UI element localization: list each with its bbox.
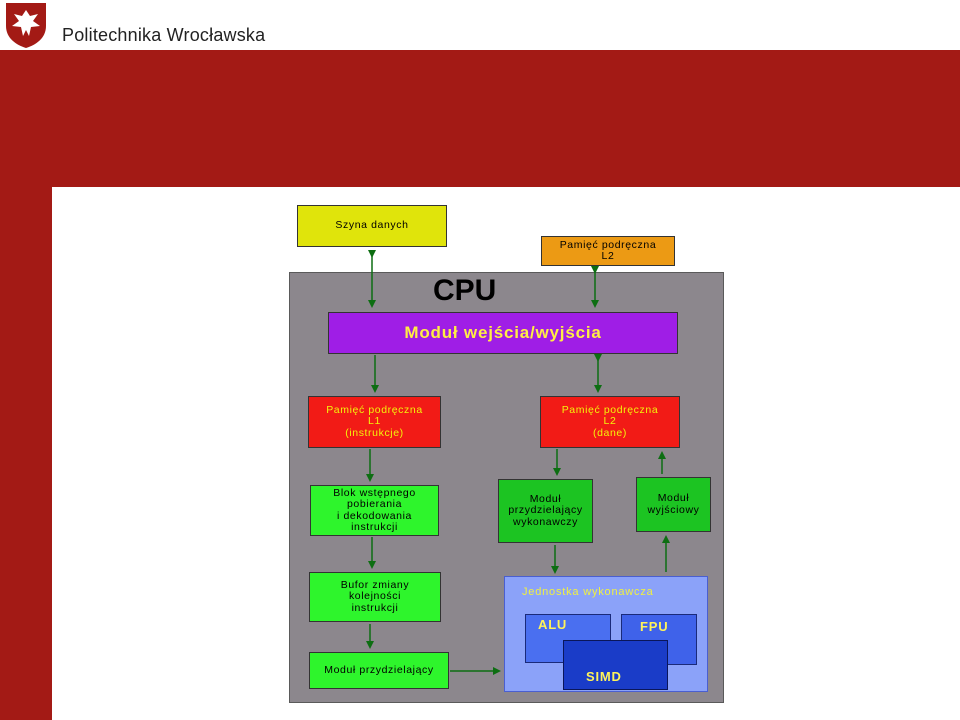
l2-cache-external-box: Pamięć podręczna L2 xyxy=(541,236,675,266)
l1-cache-box: Pamięć podręczna L1 (instrukcje) xyxy=(308,396,441,448)
title-band xyxy=(52,50,960,187)
simd-box xyxy=(563,640,668,690)
fpu-label: FPU xyxy=(640,619,669,634)
io-module-box: Moduł wejścia/wyjścia xyxy=(328,312,678,354)
eagle-crest-icon xyxy=(6,3,46,48)
l2-cache-data-box: Pamięć podręczna L2 (dane) xyxy=(540,396,680,448)
reorder-buffer-box: Bufor zmiany kolejności instrukcji xyxy=(309,572,441,622)
left-accent-bar xyxy=(0,50,52,720)
university-name: Politechnika Wrocławska xyxy=(62,25,266,45)
alu-label: ALU xyxy=(538,617,568,632)
output-module-box: Moduł wyjściowy xyxy=(636,477,711,532)
execution-unit-label: Jednostka wykonawcza xyxy=(522,586,654,598)
allocator-box: Moduł przydzielający xyxy=(309,652,449,689)
fetch-decode-box: Blok wstępnego pobierania i dekodowania … xyxy=(310,485,439,536)
data-bus-box: Szyna danych xyxy=(297,205,447,247)
cpu-title: CPU xyxy=(433,274,497,307)
simd-label: SIMD xyxy=(586,669,622,684)
university-logo xyxy=(0,0,52,50)
dispatcher-box: Moduł przydzielający wykonawczy xyxy=(498,479,593,543)
